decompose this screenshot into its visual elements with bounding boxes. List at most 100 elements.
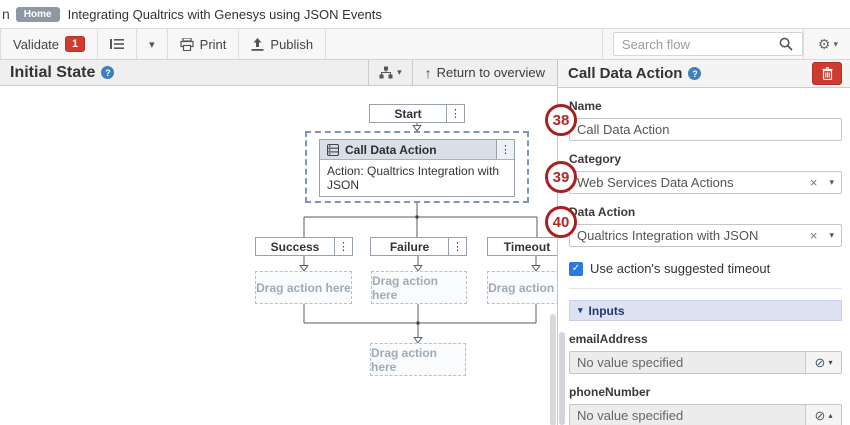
drop-target-timeout[interactable]: Drag action here xyxy=(487,271,557,304)
canvas-header-actions: ▾ ↑ Return to overview xyxy=(368,60,557,85)
no-value-icon: ⊘ xyxy=(814,407,826,423)
canvas-header: Initial State ? ▾ ↑ Return t xyxy=(0,60,557,86)
phone-number-label: phoneNumber xyxy=(569,385,651,399)
gear-icon: ⚙ xyxy=(817,35,831,52)
action-node-header: Call Data Action ⋮ xyxy=(320,140,514,160)
start-node[interactable]: Start ⋮ xyxy=(369,104,465,123)
panel-title: Call Data Action xyxy=(568,65,683,82)
no-value-icon: ⊘ xyxy=(814,354,826,370)
toolbar-spacer xyxy=(326,29,602,59)
annotation-circle-39: 39 xyxy=(545,161,577,193)
chevron-down-icon[interactable]: ▾ xyxy=(829,230,834,240)
print-label: Print xyxy=(199,36,227,52)
data-action-icon xyxy=(327,143,339,156)
data-action-select[interactable]: Qualtrics Integration with JSON × ▾ xyxy=(569,224,842,247)
validate-error-badge: 1 xyxy=(65,36,86,52)
outline-dropdown-button[interactable]: ▾ xyxy=(137,29,168,59)
list-icon xyxy=(110,39,125,49)
settings-menu-button[interactable]: ⚙ ▾ xyxy=(802,29,850,59)
printer-icon xyxy=(180,37,194,51)
kebab-menu-icon[interactable]: ⋮ xyxy=(448,238,466,255)
flow-title: Integrating Qualtrics with Genesys using… xyxy=(67,6,382,22)
inputs-section-title: Inputs xyxy=(588,303,625,318)
validate-button[interactable]: Validate 1 xyxy=(0,29,99,59)
help-icon[interactable]: ? xyxy=(688,67,702,80)
content: Initial State ? ▾ ↑ Return t xyxy=(0,60,850,425)
branch-label: Success xyxy=(270,239,320,254)
return-to-overview-button[interactable]: ↑ Return to overview xyxy=(411,60,557,85)
chevron-up-icon: ▴ xyxy=(828,411,833,420)
name-label: Name xyxy=(569,99,602,113)
panel-divider xyxy=(569,288,842,289)
chevron-down-icon: ▾ xyxy=(828,358,833,367)
name-input[interactable] xyxy=(569,118,842,141)
chevron-down-icon: ▾ xyxy=(149,38,155,51)
canvas-scrollbar[interactable] xyxy=(550,314,556,425)
flow-canvas[interactable]: Start ⋮ xyxy=(0,86,557,425)
chevron-down-icon: ▾ xyxy=(397,67,402,77)
print-button[interactable]: Print xyxy=(167,29,240,59)
flow-outline-button[interactable] xyxy=(98,29,138,59)
expression-mode-button[interactable]: ⊘ ▴ xyxy=(805,405,841,425)
validate-label: Validate xyxy=(13,36,60,52)
suggested-timeout-label: Use action's suggested timeout xyxy=(590,261,771,276)
annotation-circle-38: 38 xyxy=(545,104,577,136)
category-select[interactable]: Web Services Data Actions × ▾ xyxy=(569,171,842,194)
clear-icon[interactable]: × xyxy=(809,175,818,190)
flow-hierarchy-button[interactable]: ▾ xyxy=(368,60,412,85)
clear-icon[interactable]: × xyxy=(809,228,818,243)
inputs-section-header[interactable]: ▾ Inputs xyxy=(569,300,842,321)
search-area xyxy=(601,29,803,59)
kebab-menu-icon[interactable]: ⋮ xyxy=(496,140,514,159)
delete-action-button[interactable] xyxy=(812,62,842,85)
panel-scrollbar[interactable] xyxy=(559,332,565,425)
phone-number-value: No value specified xyxy=(577,408,684,423)
data-action-label: Data Action xyxy=(569,205,636,219)
kebab-menu-icon[interactable]: ⋮ xyxy=(334,238,352,255)
data-action-value: Qualtrics Integration with JSON xyxy=(577,228,759,243)
toolbar: Validate 1 ▾ Print xyxy=(0,28,850,60)
publish-button[interactable]: Publish xyxy=(239,29,327,59)
selection-outline xyxy=(305,131,529,203)
breadcrumb: n Home Integrating Qualtrics with Genesy… xyxy=(0,0,850,28)
category-value: Web Services Data Actions xyxy=(577,175,734,190)
action-node-title: Call Data Action xyxy=(345,142,437,157)
search-input[interactable] xyxy=(612,32,803,56)
email-address-label: emailAddress xyxy=(569,332,648,346)
branch-node-success[interactable]: Success ⋮ xyxy=(255,237,353,256)
branch-node-failure[interactable]: Failure ⋮ xyxy=(370,237,467,256)
phone-number-field[interactable]: No value specified ⊘ ▴ xyxy=(569,404,842,425)
drop-target-success[interactable]: Drag action here xyxy=(255,271,352,304)
suggested-timeout-checkbox-row[interactable]: ✓ Use action's suggested timeout xyxy=(569,261,842,276)
flow-canvas-pane: Initial State ? ▾ ↑ Return t xyxy=(0,60,558,425)
category-label: Category xyxy=(569,152,622,166)
annotation-circle-40: 40 xyxy=(545,206,577,238)
drop-target-merge[interactable]: Drag action here xyxy=(370,343,466,376)
trash-icon xyxy=(822,67,832,80)
breadcrumb-prefix: n xyxy=(2,6,10,22)
start-node-label: Start xyxy=(394,106,422,121)
editor-panel: Call Data Action ? Name Category xyxy=(558,60,850,425)
home-badge[interactable]: Home xyxy=(15,6,60,22)
email-address-field[interactable]: No value specified ⊘ ▾ xyxy=(569,351,842,374)
call-data-action-node[interactable]: Call Data Action ⋮ Action: Qualtrics Int… xyxy=(319,139,515,197)
branch-label: Timeout xyxy=(503,239,551,254)
chevron-down-icon: ▾ xyxy=(578,305,583,315)
publish-icon xyxy=(251,37,264,51)
help-icon[interactable]: ? xyxy=(101,66,115,79)
return-label: Return to overview xyxy=(436,65,545,80)
search-icon[interactable] xyxy=(779,37,793,51)
kebab-menu-icon[interactable]: ⋮ xyxy=(446,105,464,122)
email-address-value: No value specified xyxy=(577,355,684,370)
drop-target-failure[interactable]: Drag action here xyxy=(371,271,467,304)
checkbox-checked-icon[interactable]: ✓ xyxy=(569,261,583,276)
flow-connectors xyxy=(299,123,541,344)
panel-body: Name Category Web Services Data Actions … xyxy=(558,88,850,425)
branch-label: Failure xyxy=(389,239,430,254)
branch-node-timeout[interactable]: Timeout ⋮ xyxy=(487,237,557,256)
action-node-subtitle: Action: Qualtrics Integration with JSON xyxy=(327,164,500,192)
state-title: Initial State xyxy=(10,63,96,81)
arrow-up-icon: ↑ xyxy=(424,64,432,81)
chevron-down-icon[interactable]: ▾ xyxy=(829,177,834,187)
expression-mode-button[interactable]: ⊘ ▾ xyxy=(805,352,841,373)
